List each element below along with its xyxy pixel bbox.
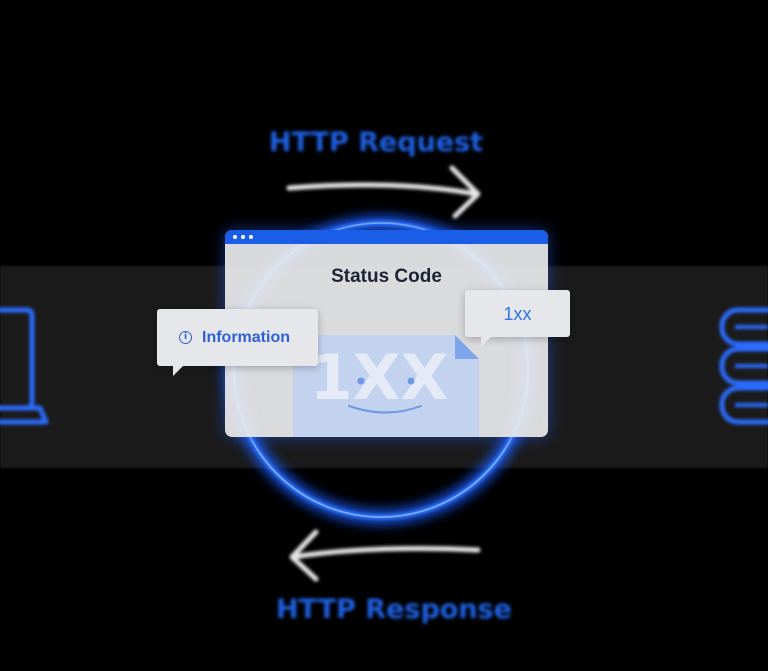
window-dot	[233, 235, 237, 239]
smiling-document-icon: 1XX	[293, 335, 479, 437]
info-circle-icon: i	[179, 331, 192, 344]
document-watermark: 1XX	[310, 341, 449, 414]
status-class-tooltip: 1xx	[465, 290, 570, 347]
window-title: Status Code	[331, 266, 442, 287]
information-label: Information	[202, 329, 290, 346]
tooltip-tail	[173, 366, 183, 376]
window-dot	[241, 235, 245, 239]
response-arrow-icon	[289, 529, 481, 582]
window-dot	[249, 235, 253, 239]
http-request-label: HTTP Request	[268, 127, 484, 158]
tooltip-tail	[481, 337, 491, 347]
request-arrow-icon	[286, 165, 481, 219]
status-class-label: 1xx	[503, 304, 532, 324]
http-response-label: HTTP Response	[276, 594, 512, 625]
server-stack-icon	[719, 307, 768, 425]
information-tooltip: i Information	[157, 309, 318, 376]
laptop-icon	[0, 307, 49, 425]
window-titlebar	[225, 230, 548, 244]
